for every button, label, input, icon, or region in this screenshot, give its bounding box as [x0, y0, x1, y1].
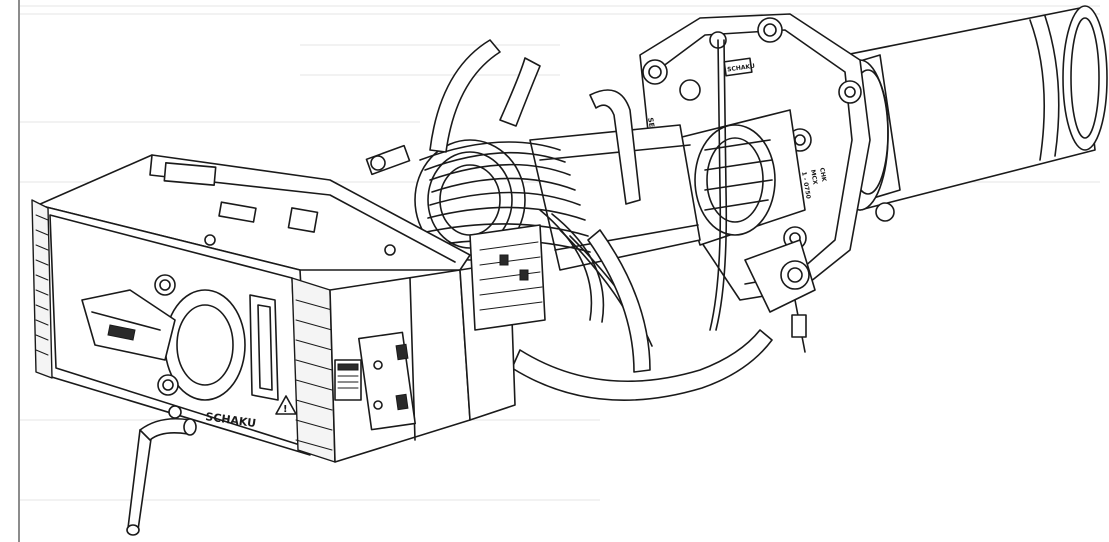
right-plate-label-3: 1 - 0750	[800, 171, 812, 199]
lower-hose	[511, 229, 773, 401]
terminal-blocks	[469, 224, 546, 331]
bearing-housing	[669, 109, 806, 246]
top-badge-label: SCHAKU	[727, 63, 756, 74]
cable-bundle	[414, 139, 653, 347]
side-ribs	[295, 299, 333, 451]
front-ribs	[35, 214, 49, 356]
right-plate-label-1: CHK	[818, 167, 827, 182]
air-pipe	[709, 39, 722, 331]
hose-loops	[429, 39, 641, 205]
valve-block	[744, 239, 816, 353]
svg-text:!: !	[283, 404, 288, 415]
uncoupling-handle	[126, 417, 197, 536]
coupler-head: ! SCHAKU	[31, 154, 516, 463]
warning-triangle-icon	[275, 395, 297, 415]
pipe-fitting	[365, 144, 411, 176]
right-plate-label-2: MCX	[809, 169, 819, 185]
